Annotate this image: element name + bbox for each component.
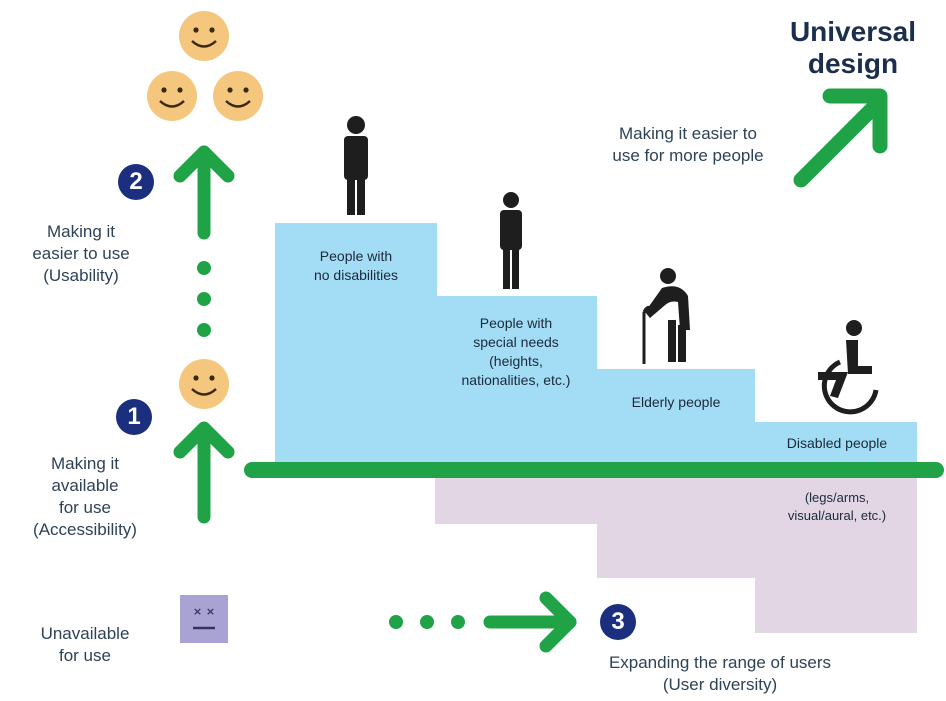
accessibility-number-badge: 1 <box>116 399 152 435</box>
step-no-disabilities <box>275 223 437 468</box>
diversity-dots-icon <box>389 615 465 629</box>
below-step-elderly <box>597 478 755 578</box>
disabled-note-line: visual/aural, etc.) <box>787 508 887 523</box>
universal-caption-line: Making it easier to <box>619 124 757 143</box>
wheelchair-icon <box>818 320 879 415</box>
step-special-needs <box>435 296 597 468</box>
universal-caption-line: use for more people <box>612 146 764 165</box>
step-disabled <box>755 422 917 468</box>
group-label-line: special needs <box>473 334 559 350</box>
elderly-person-with-cane-icon <box>642 268 690 364</box>
usability-label-line: Making it <box>46 222 116 241</box>
diversity-label-line: Expanding the range of users <box>608 653 832 672</box>
unavailable-label-line: for use <box>59 646 111 665</box>
unavailable-label-line: Unavailable <box>40 624 130 643</box>
disabled-note: (legs/arms, visual/aural, etc.) <box>757 489 917 525</box>
accessibility-label-line: available <box>51 476 119 495</box>
title-line-1: Universal <box>789 16 917 47</box>
group-label-elderly: Elderly people <box>598 393 754 412</box>
vertical-dots-icon <box>197 261 211 337</box>
step-elderly <box>597 369 755 468</box>
unavailable-face-icon: × × <box>180 595 228 643</box>
smiley-top-icon <box>179 11 229 61</box>
usability-label-line: (Usability) <box>43 266 119 285</box>
svg-text:× ×: × × <box>193 605 215 618</box>
group-label-line: nationalities, etc.) <box>461 372 571 388</box>
usability-label: Making it easier to use (Usability) <box>6 221 156 287</box>
page-title: Universal design <box>770 16 936 80</box>
group-label-line: People with <box>319 248 393 264</box>
group-label-disabled: Disabled people <box>757 434 917 453</box>
group-label-no-disabilities: People with no disabilities <box>285 247 427 285</box>
baseline-bar <box>244 462 944 478</box>
accessibility-label: Making it available for use (Accessibili… <box>10 453 160 541</box>
group-label-line: Elderly people <box>631 394 721 410</box>
smiley-accessibility-icon <box>179 359 229 409</box>
smiley-left-icon <box>147 71 197 121</box>
disabled-note-line: (legs/arms, <box>804 490 870 505</box>
unavailable-label: Unavailable for use <box>20 623 150 667</box>
usability-arrow-icon <box>173 145 235 240</box>
accessibility-label-line: for use <box>59 498 111 517</box>
diversity-label-line: (User diversity) <box>662 675 778 694</box>
accessibility-label-line: Making it <box>50 454 120 473</box>
standing-person-icon <box>500 192 522 289</box>
accessibility-label-line: (Accessibility) <box>33 520 137 539</box>
accessibility-arrow-icon <box>173 421 235 524</box>
title-line-2: design <box>807 48 899 79</box>
universal-arrow-icon <box>793 88 888 188</box>
group-label-special-needs: People with special needs (heights, nati… <box>437 314 595 390</box>
standing-person-icon <box>344 116 368 215</box>
diversity-label: Expanding the range of users (User diver… <box>560 652 880 696</box>
group-label-line: no disabilities <box>313 267 399 283</box>
usability-label-line: easier to use <box>32 244 130 263</box>
diversity-arrow-icon <box>483 591 577 653</box>
smiley-right-icon <box>213 71 263 121</box>
universal-caption: Making it easier to use for more people <box>578 123 798 167</box>
usability-number-badge: 2 <box>118 164 154 200</box>
below-step-disabled <box>755 478 917 633</box>
group-label-line: Disabled people <box>786 435 888 451</box>
below-step-special-needs <box>435 478 597 524</box>
group-label-line: People with <box>479 315 553 331</box>
group-label-line: (heights, <box>489 353 543 369</box>
diversity-number-badge: 3 <box>600 604 636 640</box>
